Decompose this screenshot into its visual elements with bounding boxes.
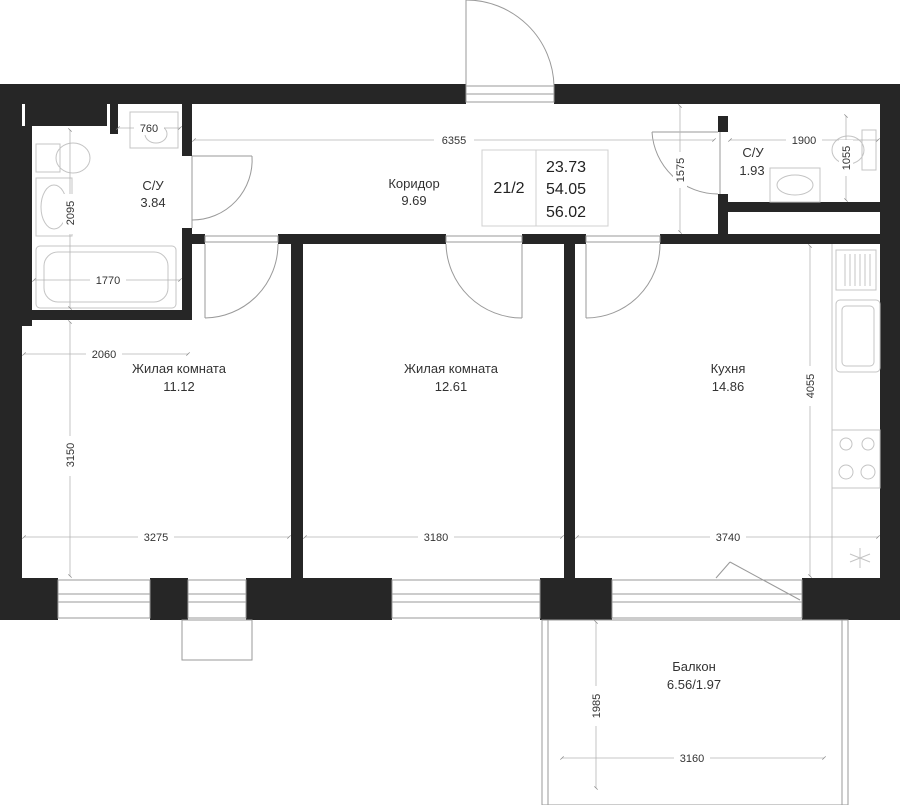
living-area-value: 23.73 [546, 159, 586, 176]
balcony-name: Балкон [672, 659, 716, 674]
dim-room1-depth: 3150 [65, 443, 77, 467]
dim-room1-width-upper: 2060 [92, 349, 116, 361]
bathroom-left-area: 3.84 [140, 195, 165, 210]
dim-bathroom-right-width: 1900 [792, 135, 816, 147]
bathroom-right-area: 1.93 [739, 163, 764, 178]
walls [0, 84, 900, 620]
dim-kitchen-width: 3740 [716, 532, 740, 544]
dim-balcony-width: 3160 [680, 753, 704, 765]
balcony-included-area-value: 56.02 [546, 204, 586, 221]
dim-room1-width: 3275 [144, 532, 168, 544]
living-room-2-area: 12.61 [435, 379, 468, 394]
balcony-outline [541, 619, 849, 805]
living-room-1-name: Жилая комната [132, 361, 227, 376]
dim-corridor-depth: 1575 [675, 158, 687, 182]
doors [191, 0, 801, 601]
apartment-number: 21/2 [493, 180, 524, 197]
dim-balcony-depth: 1985 [591, 694, 603, 718]
windows [57, 85, 803, 661]
dim-kitchen-depth: 4055 [805, 374, 817, 398]
living-room-2-name: Жилая комната [404, 361, 499, 376]
corridor-area: 9.69 [401, 193, 426, 208]
balcony-area: 6.56/1.97 [667, 677, 721, 692]
total-area-value: 54.05 [546, 181, 586, 198]
dim-room2-width: 3180 [424, 532, 448, 544]
dim-corridor-length: 6355 [442, 135, 466, 147]
area-summary-box: 21/2 23.73 54.05 56.02 [481, 149, 609, 227]
dim-niche-width: 760 [140, 123, 158, 135]
dimension-texts: 760 6355 1575 1900 1055 2095 1770 2060 3… [63, 121, 853, 765]
kitchen-area: 14.86 [712, 379, 745, 394]
dim-bathroom-left-width: 1770 [96, 275, 120, 287]
kitchen-name: Кухня [711, 361, 746, 376]
bathroom-left-name: С/У [142, 178, 164, 193]
bathroom-right-name: С/У [742, 145, 764, 160]
room-labels: С/У 3.84 С/У 1.93 Коридор 9.69 Жилая ком… [132, 145, 765, 692]
dim-bathroom-right-depth: 1055 [841, 146, 853, 170]
dim-bathroom-left-depth: 2095 [65, 201, 77, 225]
fixtures [35, 111, 881, 578]
corridor-name: Коридор [388, 176, 439, 191]
living-room-1-area: 11.12 [163, 379, 195, 394]
